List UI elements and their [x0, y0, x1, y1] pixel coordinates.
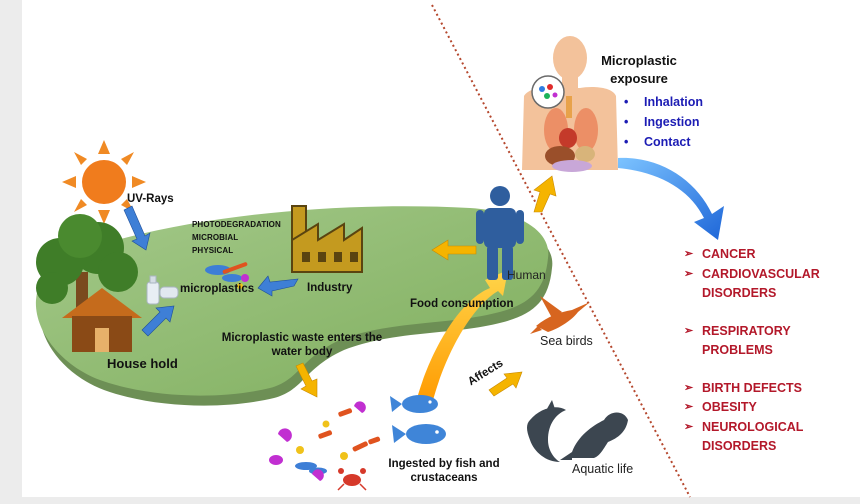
land-platform: [35, 206, 553, 406]
effect-text: OBESITY: [702, 400, 757, 414]
physical-label: PHYSICAL: [192, 246, 234, 255]
dolphin-icon: [527, 400, 566, 462]
blue-arrows: [123, 205, 299, 337]
microbial-label: MICROBIAL: [192, 233, 239, 242]
effect-item: RESPIRATORY PROBLEMS: [684, 322, 852, 361]
bird-icon: [530, 296, 590, 334]
exposure-title: Microplastic exposure: [601, 53, 677, 86]
effect-text: CANCER: [702, 247, 756, 261]
sea-birds-label: Sea birds: [540, 334, 593, 348]
effect-text: BIRTH DEFECTS: [702, 380, 802, 395]
waste-enters-label: Microplastic waste enters the water body: [221, 332, 383, 358]
microplastic-cluster: [205, 262, 249, 289]
fish-icon: [390, 395, 446, 444]
human-icon: [476, 186, 524, 280]
effect-text: NEUROLOGICAL DISORDERS: [702, 419, 804, 454]
exposure-route: Contact: [618, 132, 703, 152]
effect-text: RESPIRATORY PROBLEMS: [702, 323, 791, 358]
exposure-route: Inhalation: [618, 92, 703, 112]
bottle-icon: [146, 275, 179, 305]
seal-icon: [560, 412, 628, 460]
effect-item: BIRTH DEFECTS: [684, 379, 852, 399]
water-microplastics: [269, 401, 381, 481]
health-effects-list: CANCER CARDIOVASCULAR DISORDERS RESPIRAT…: [684, 245, 852, 457]
household-label: House hold: [107, 356, 178, 371]
factory-icon: [291, 205, 363, 273]
body-icon: [522, 36, 618, 172]
photodegradation-label: PHOTODEGRADATION: [192, 220, 281, 229]
crab-icon: [337, 468, 367, 491]
microplastics-label: microplastics: [180, 283, 255, 295]
exposure-route: Ingestion: [618, 112, 703, 132]
effect-text: CARDIOVASCULAR DISORDERS: [702, 266, 820, 301]
effect-item: CARDIOVASCULAR DISORDERS: [684, 265, 852, 304]
food-consumption-arrow: [416, 270, 508, 404]
food-consumption-label: Food consumption: [410, 298, 514, 310]
arrow-sun-to-land: [123, 205, 151, 251]
orange-arrows: [295, 175, 557, 398]
human-label: Human: [507, 268, 546, 282]
exposure-routes-list: Inhalation Ingestion Contact: [618, 92, 703, 152]
exposure-to-effects-arrow: [618, 157, 724, 240]
uv-rays-label: UV-Rays: [127, 193, 174, 205]
effect-item: NEUROLOGICAL DISORDERS: [684, 418, 852, 457]
ingested-label: Ingested by fish and crustaceans: [388, 458, 500, 484]
effect-item: CANCER: [684, 245, 852, 265]
aquatic-life-label: Aquatic life: [572, 462, 634, 476]
house-icon: [62, 288, 142, 352]
effect-item: OBESITY: [684, 398, 852, 418]
industry-label: Industry: [307, 282, 353, 294]
